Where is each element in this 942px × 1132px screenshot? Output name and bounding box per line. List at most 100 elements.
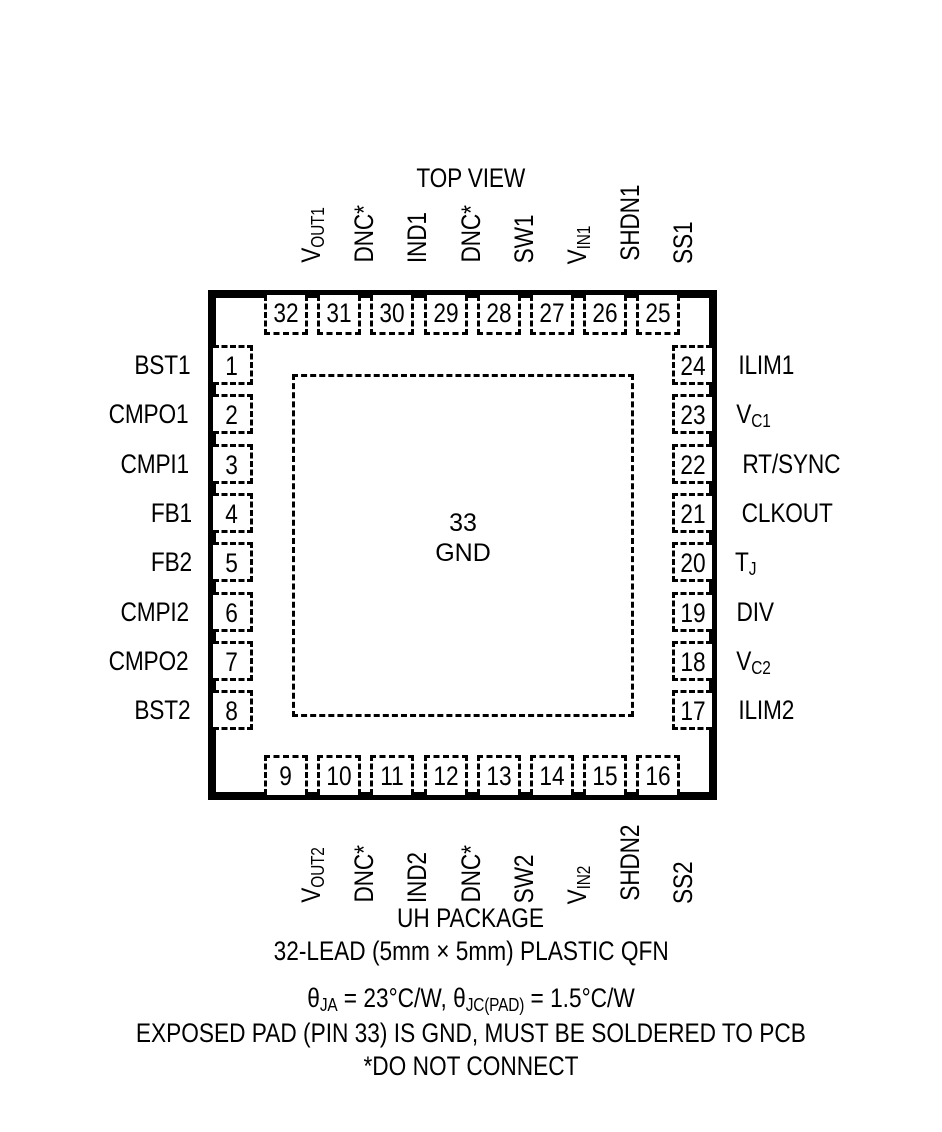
pin-pad-32: 32 bbox=[264, 295, 308, 335]
pin-label-text: CMPI2 bbox=[120, 596, 190, 627]
pin-label-1: BST1 bbox=[0, 345, 196, 385]
pin-pad-19: 19 bbox=[672, 591, 712, 632]
pin-number: 22 bbox=[680, 449, 707, 480]
pin-label-text: CMPI1 bbox=[120, 448, 190, 479]
pin-number: 3 bbox=[225, 449, 238, 480]
pin-label-base: IND1 bbox=[402, 212, 433, 264]
pin-pad-10: 10 bbox=[317, 755, 362, 795]
page-title: TOP VIEW bbox=[0, 163, 942, 194]
pin-label-subscript: IN1 bbox=[573, 225, 595, 250]
pin-number: 15 bbox=[592, 761, 618, 791]
pin-number: 6 bbox=[225, 597, 238, 628]
pin-label-base: DNC bbox=[455, 213, 486, 263]
pin-label-4: FB1 bbox=[0, 493, 196, 533]
pin-label-32: VOUT1 bbox=[296, 202, 328, 268]
theta-ja-symbol: θ bbox=[307, 983, 320, 1013]
pin-pad-8: 8 bbox=[213, 690, 253, 731]
pin-label-22: RT/SYNC bbox=[733, 444, 850, 484]
pin-label-31: DNC* bbox=[349, 200, 380, 268]
pin-label-3: CMPI1 bbox=[0, 444, 196, 484]
pin-label-2: CMPO1 bbox=[0, 394, 196, 434]
pin-number: 21 bbox=[680, 498, 707, 529]
pin-label-base: V bbox=[736, 645, 752, 676]
pin-label-base: V bbox=[562, 249, 592, 265]
pin-label-text: FB1 bbox=[150, 497, 193, 528]
pin-label-asterisk: * bbox=[349, 845, 380, 854]
pin-pad-26: 26 bbox=[583, 295, 628, 335]
pin-number: 26 bbox=[592, 298, 618, 328]
pin-label-base: ILIM2 bbox=[738, 695, 795, 726]
theta-ja-value: = 23°C/W, bbox=[337, 983, 454, 1013]
caption-block: UH PACKAGE 32-LEAD (5mm × 5mm) PLASTIC Q… bbox=[0, 902, 942, 1083]
pin-pad-25: 25 bbox=[636, 295, 681, 335]
pin-number: 2 bbox=[225, 400, 238, 431]
pin-label-base: V bbox=[736, 399, 752, 430]
pin-label-16: SS2 bbox=[668, 858, 699, 908]
pin-label-5: FB2 bbox=[0, 542, 196, 582]
pin-label-9: VOUT2 bbox=[296, 842, 329, 908]
pin-number: 30 bbox=[379, 298, 406, 328]
pin-number: 9 bbox=[279, 761, 293, 791]
pin-pad-18: 18 bbox=[672, 640, 712, 681]
pin-label-12: DNC* bbox=[456, 840, 487, 908]
pin-label-base: SHDN2 bbox=[615, 824, 646, 901]
pin-pad-1: 1 bbox=[213, 345, 253, 385]
pin-number: 24 bbox=[680, 351, 707, 381]
pin-label-text: BST1 bbox=[134, 350, 191, 380]
pin-label-subscript: OUT2 bbox=[307, 847, 329, 888]
pin-number: 27 bbox=[539, 298, 565, 328]
pin-pad-24: 24 bbox=[672, 345, 712, 385]
pin-pad-16: 16 bbox=[636, 755, 681, 795]
pin-label-text: BST2 bbox=[134, 695, 191, 726]
pin-label-13: SW2 bbox=[509, 850, 540, 908]
pin-number: 19 bbox=[680, 597, 707, 628]
pin-label-base: V bbox=[296, 247, 326, 263]
pin-number: 25 bbox=[645, 298, 672, 328]
pin-label-27: VIN1 bbox=[562, 222, 595, 268]
pin-label-text: CMPO1 bbox=[108, 399, 189, 430]
pin-number: 4 bbox=[225, 498, 238, 529]
pin-pad-9: 9 bbox=[264, 755, 308, 795]
pin-label-text: FB2 bbox=[150, 547, 193, 578]
pin-number: 11 bbox=[380, 761, 405, 791]
pin-pad-2: 2 bbox=[213, 394, 253, 435]
caption-dnc-note: *DO NOT CONNECT bbox=[363, 1051, 579, 1081]
pin-label-8: BST2 bbox=[0, 690, 196, 730]
pin-label-15: SHDN2 bbox=[615, 817, 646, 908]
pin-pad-3: 3 bbox=[213, 443, 253, 484]
pin-label-30: IND1 bbox=[402, 207, 433, 268]
pin-number: 1 bbox=[225, 351, 238, 381]
pin-label-21: CLKOUT bbox=[733, 493, 841, 533]
pin-pad-23: 23 bbox=[672, 394, 712, 435]
pin-label-base: SHDN1 bbox=[615, 184, 646, 261]
pin-label-base: DNC bbox=[349, 213, 380, 263]
pin-label-18: VC2 bbox=[733, 641, 774, 684]
pin-pad-6: 6 bbox=[213, 591, 253, 632]
pin-pad-28: 28 bbox=[476, 295, 521, 335]
pin-number: 29 bbox=[432, 298, 459, 328]
pin-number: 17 bbox=[680, 696, 707, 727]
pin-number: 12 bbox=[432, 761, 459, 791]
caption-package-name: UH PACKAGE bbox=[397, 903, 545, 933]
pin-label-base: ILIM1 bbox=[738, 350, 795, 380]
pin-label-base: RT/SYNC bbox=[742, 448, 841, 479]
pin-label-20: TJ bbox=[733, 542, 758, 585]
pin-number: 23 bbox=[680, 400, 707, 431]
pin-number: 32 bbox=[273, 298, 299, 328]
pin-number: 16 bbox=[645, 761, 672, 791]
pin-label-base: SS2 bbox=[668, 861, 699, 904]
pin-label-subscript: J bbox=[748, 558, 757, 580]
pin-label-25: SS1 bbox=[668, 218, 699, 268]
caption-thermal-resistance: θJA = 23°C/W, θJC(PAD) = 1.5°C/W bbox=[0, 982, 942, 1017]
pin-pad-17: 17 bbox=[672, 690, 712, 731]
pin-pad-7: 7 bbox=[213, 640, 253, 681]
pin-label-text: CMPO2 bbox=[108, 645, 189, 676]
pin-label-26: SHDN1 bbox=[615, 177, 646, 268]
pin-label-28: SW1 bbox=[509, 210, 540, 268]
pin-pad-31: 31 bbox=[317, 295, 362, 335]
pin-label-24: ILIM1 bbox=[733, 345, 800, 385]
pin-number: 10 bbox=[326, 761, 352, 791]
pin-label-base: SS1 bbox=[668, 221, 699, 264]
pin-label-subscript: C1 bbox=[751, 410, 771, 432]
pin-pad-21: 21 bbox=[672, 492, 712, 533]
